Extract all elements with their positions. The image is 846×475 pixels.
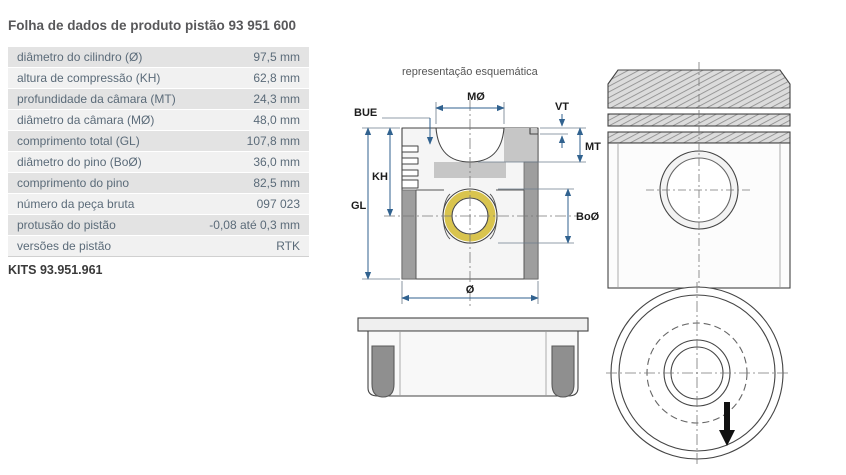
bottom-circular-view — [606, 282, 788, 464]
spec-value: 097 023 — [256, 197, 300, 211]
drawing-caption: representação esquemática — [402, 66, 539, 78]
dim-label-o: Ø — [466, 284, 475, 296]
dim-label-mt: MT — [585, 141, 601, 153]
dim-label-gl: GL — [351, 200, 367, 212]
spec-value: -0,08 até 0,3 mm — [209, 218, 300, 232]
spec-table: diâmetro do cilindro (Ø) 97,5 mm altura … — [8, 47, 309, 258]
spec-value: 36,0 mm — [253, 155, 300, 169]
pin-boss-right — [551, 345, 575, 398]
spec-label: protusão do pistão — [17, 218, 116, 232]
spec-label: profundidade da câmara (MT) — [17, 92, 176, 106]
spec-row: altura de compressão (KH) 62,8 mm — [8, 68, 309, 88]
spec-value: 107,8 mm — [246, 134, 300, 148]
spec-value: 82,5 mm — [253, 176, 300, 190]
spec-label: diâmetro do pino (BoØ) — [17, 155, 142, 169]
page-title: Folha de dados de produto pistão 93 951 … — [8, 18, 297, 34]
spec-row: comprimento total (GL) 107,8 mm — [8, 131, 309, 151]
right-wall-section — [523, 161, 539, 280]
dim-label-kh: KH — [372, 171, 388, 183]
spec-row: diâmetro da câmara (MØ) 48,0 mm — [8, 110, 309, 130]
spec-row: diâmetro do pino (BoØ) 36,0 mm — [8, 152, 309, 172]
kits-label: KITS 93.951.961 — [8, 263, 103, 277]
dimension-labels: BUE MØ VT MT KH GL BoØ Ø — [351, 91, 601, 296]
spec-label: versões de pistão — [17, 239, 112, 253]
spec-row: protusão do pistão -0,08 até 0,3 mm — [8, 215, 309, 235]
spec-row: número da peça bruta 097 023 — [8, 194, 309, 214]
spec-value: RTK — [276, 239, 300, 253]
bottom-skirt-view — [357, 317, 589, 398]
spec-label: número da peça bruta — [17, 197, 135, 211]
spec-value: 97,5 mm — [253, 50, 300, 64]
piston-drawing-svg: representação esquemática — [351, 62, 791, 464]
spec-value: 48,0 mm — [253, 113, 300, 127]
left-wall-section — [401, 189, 417, 280]
extension-lines — [362, 102, 586, 304]
centerlines — [384, 100, 582, 308]
ring-grooves — [401, 145, 419, 189]
spec-row: versões de pistão RTK — [8, 236, 309, 257]
dim-label-mo: MØ — [467, 91, 485, 103]
spec-row: diâmetro do cilindro (Ø) 97,5 mm — [8, 47, 309, 67]
direction-arrow-icon — [719, 402, 735, 446]
spec-value: 62,8 mm — [253, 71, 300, 85]
spec-row: profundidade da câmara (MT) 24,3 mm — [8, 89, 309, 109]
dim-label-vt: VT — [555, 101, 569, 113]
valve-recess-step — [529, 128, 538, 135]
technical-drawing: representação esquemática — [346, 50, 846, 470]
spec-label: comprimento total (GL) — [17, 134, 140, 148]
dimension-lines — [362, 102, 586, 304]
spec-row: comprimento do pino 82,5 mm — [8, 173, 309, 193]
dim-label-boo: BoØ — [576, 211, 600, 223]
spec-label: comprimento do pino — [17, 176, 130, 190]
spec-label: altura de compressão (KH) — [17, 71, 161, 85]
side-view — [607, 62, 791, 296]
spec-value: 24,3 mm — [253, 92, 300, 106]
pin-boss-left — [371, 345, 395, 398]
dim-label-bue: BUE — [354, 107, 377, 119]
spec-label: diâmetro da câmara (MØ) — [17, 113, 155, 127]
spec-label: diâmetro do cilindro (Ø) — [17, 50, 143, 64]
